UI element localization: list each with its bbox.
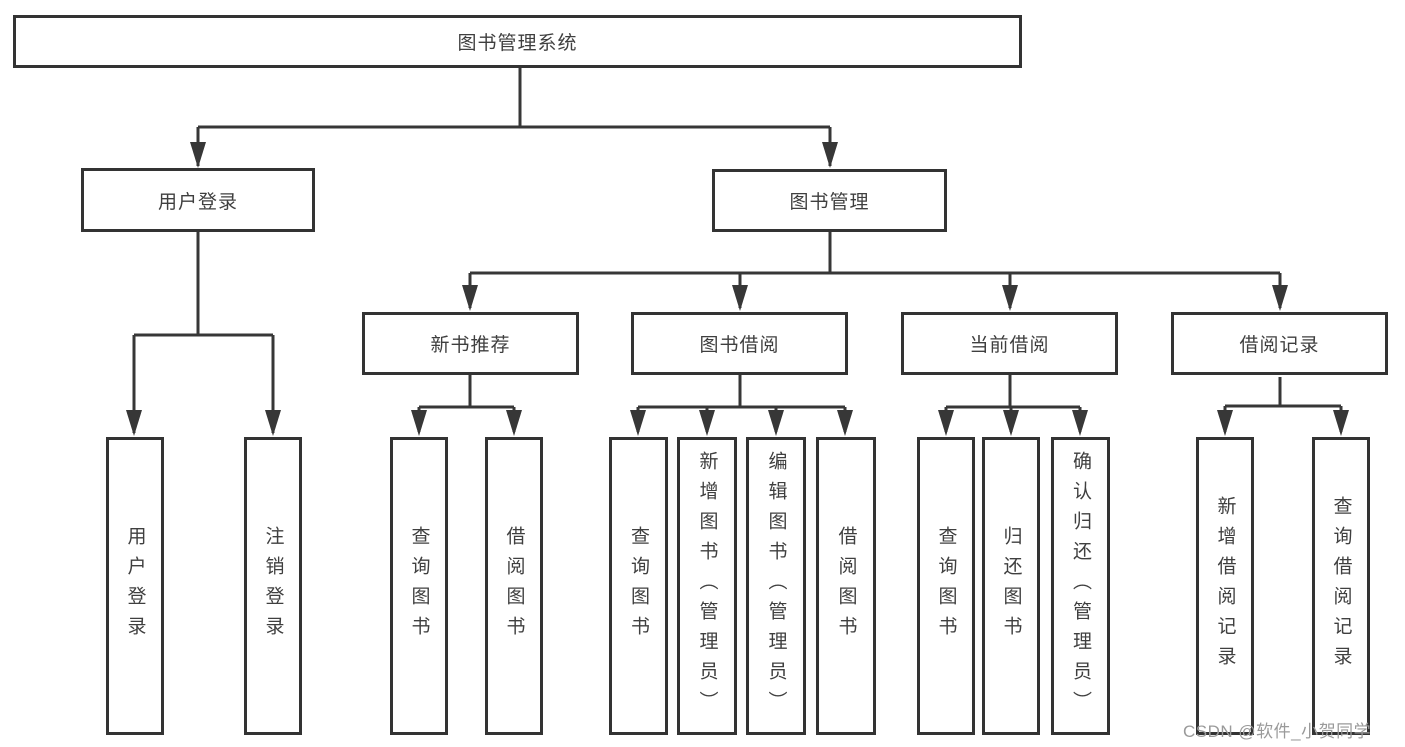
- leaf-cb-return-books: 归还图书: [982, 437, 1040, 735]
- leaf-bb-add-book-admin: 新增图书（管理员）: [677, 437, 737, 735]
- leaf-bb-query-books: 查询图书: [609, 437, 668, 735]
- leaf-nbr-query-books: 查询图书: [390, 437, 448, 735]
- leaf-bb-edit-book-admin: 编辑图书（管理员）: [746, 437, 806, 735]
- leaf-cb-query-books: 查询图书: [917, 437, 975, 735]
- leaf-nbr-borrow-books: 借阅图书: [485, 437, 543, 735]
- leaf-cb-confirm-return-admin: 确认归还（管理员）: [1051, 437, 1110, 735]
- leaf-user-login: 用户登录: [106, 437, 164, 735]
- node-user-login: 用户登录: [81, 168, 315, 232]
- node-book-management: 图书管理: [712, 169, 947, 232]
- csdn-watermark: CSDN @软件_小贺同学: [1183, 722, 1372, 741]
- node-book-borrowing: 图书借阅: [631, 312, 848, 375]
- leaf-bb-borrow-books: 借阅图书: [816, 437, 876, 735]
- leaf-br-add-borrow-record: 新增借阅记录: [1196, 437, 1254, 735]
- leaf-logout: 注销登录: [244, 437, 302, 735]
- leaf-br-query-borrow-record: 查询借阅记录: [1312, 437, 1370, 735]
- node-borrowing-records: 借阅记录: [1171, 312, 1388, 375]
- node-new-book-recommendation: 新书推荐: [362, 312, 579, 375]
- node-root: 图书管理系统: [13, 15, 1022, 68]
- node-current-borrowing: 当前借阅: [901, 312, 1118, 375]
